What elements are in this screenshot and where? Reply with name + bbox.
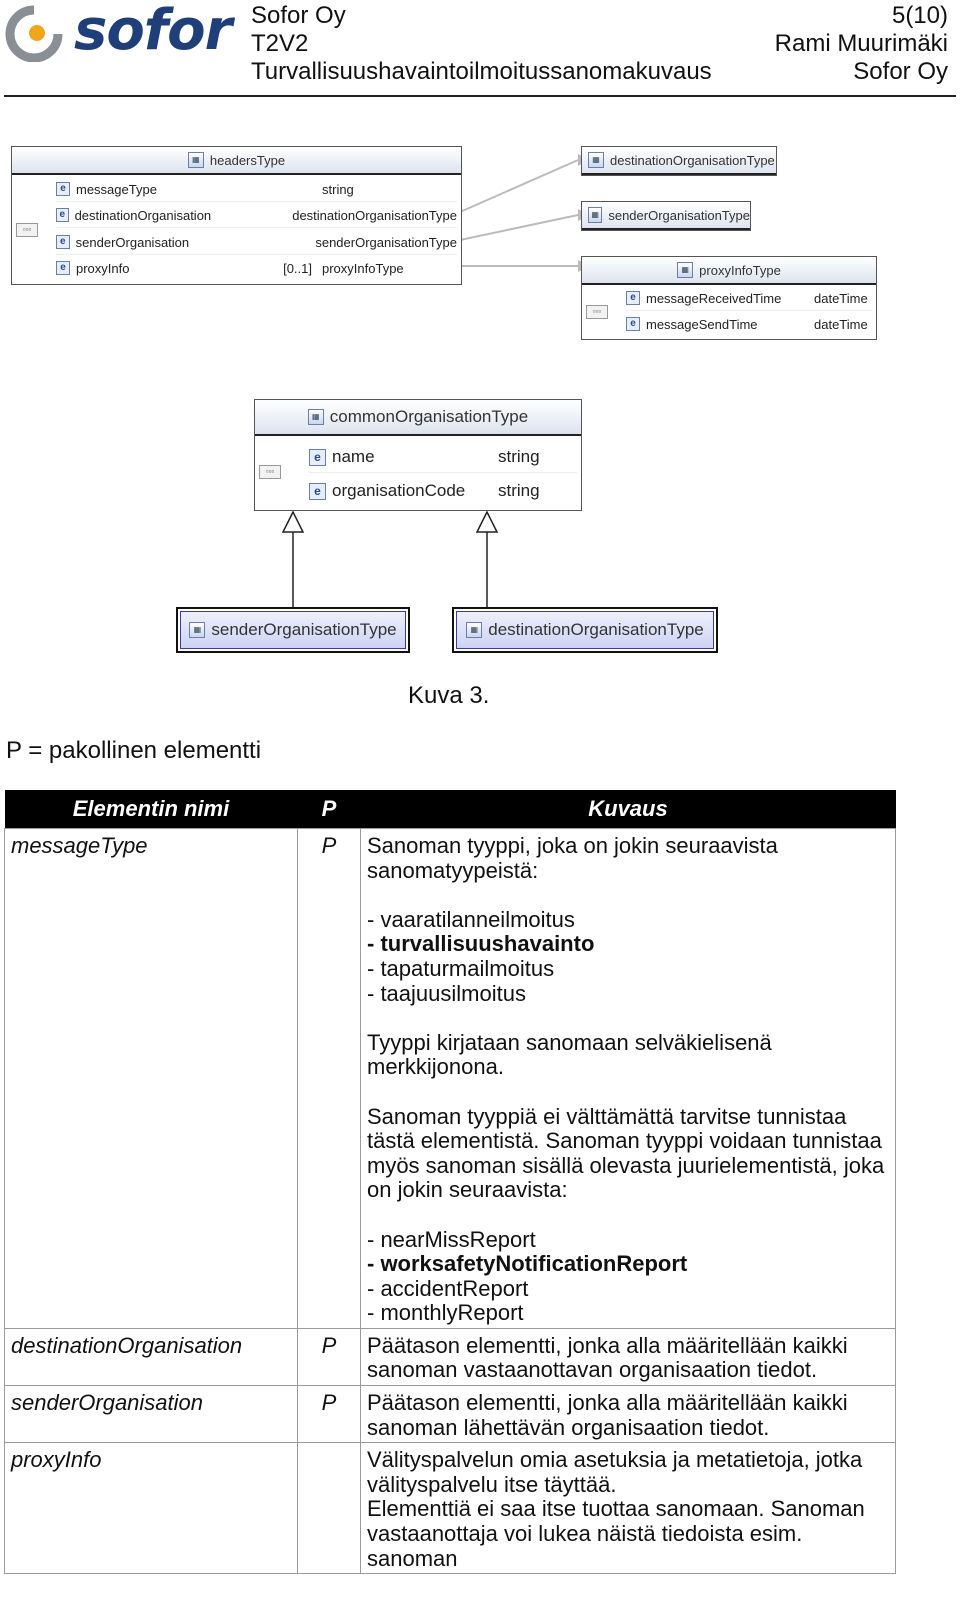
table-row: proxyInfo Välityspalvelun omia asetuksia… — [4, 1442, 896, 1575]
project-code: T2V2 — [251, 30, 309, 57]
document-title: Turvallisuushavaintoilmoitussanomakuvaus — [251, 58, 712, 85]
column-header-description: Kuvaus — [360, 790, 896, 829]
element-icon: e — [309, 482, 326, 500]
figure-caption: Kuva 3. — [408, 682, 490, 709]
element-icon: e — [309, 448, 326, 466]
mandatory-flag: P — [297, 828, 361, 1329]
element-name: messageType — [4, 828, 298, 1329]
element-icon: e — [56, 235, 70, 249]
mandatory-flag — [297, 1442, 361, 1575]
box-title: ▦headersType — [12, 147, 461, 175]
sequence-icon: ▫▫▫ — [259, 465, 281, 479]
element-name: senderOrganisation — [4, 1385, 298, 1444]
author-org: Sofor Oy — [853, 58, 948, 85]
complex-type-icon: ▦ — [307, 409, 324, 425]
complex-type-icon: ▦ — [588, 207, 603, 223]
complex-type-icon: ▦ — [187, 152, 204, 168]
author-name: Rami Muurimäki — [774, 30, 948, 57]
element-icon: e — [56, 261, 70, 275]
destination-organisation-subtype-box: ▦destinationOrganisationType — [452, 607, 718, 653]
column-header-p: P — [297, 790, 361, 829]
mandatory-flag: P — [297, 1327, 361, 1387]
logo-wordmark: sofor — [74, 0, 232, 63]
mandatory-flag: P — [297, 1385, 361, 1444]
logo-swirl-icon — [5, 5, 63, 62]
sequence-icon: ▫▫▫ — [16, 223, 38, 237]
element-description: Päätason elementti, jonka alla määritell… — [360, 1327, 896, 1387]
destination-type-box: ▦destinationOrganisationType — [581, 146, 777, 176]
legend-text: P = pakollinen elementti — [6, 737, 262, 764]
element-icon: e — [626, 317, 640, 331]
box-title: ▦destinationOrganisationType — [456, 611, 714, 649]
table-row: messageType P Sanoman tyyppi, joka on jo… — [4, 828, 896, 1329]
element-icon: e — [626, 291, 640, 305]
header-rule — [4, 95, 956, 97]
page-header: sofor Sofor Oy T2V2 Turvallisuushavainto… — [0, 0, 960, 98]
element-name: proxyInfo — [4, 1442, 298, 1575]
table-row: senderOrganisation P Päätason elementti,… — [4, 1385, 896, 1444]
complex-type-icon: ▦ — [466, 622, 483, 638]
box-title: ▦senderOrganisationType — [582, 202, 750, 230]
element-description: Päätason elementti, jonka alla määritell… — [360, 1385, 896, 1444]
table-header-row: Elementin nimi P Kuvaus — [4, 790, 896, 829]
sender-organisation-subtype-box: ▦senderOrganisationType — [176, 607, 410, 653]
complex-type-icon: ▦ — [677, 262, 694, 278]
element-table: Elementin nimi P Kuvaus messageType P Sa… — [4, 790, 896, 1575]
box-title: ▦destinationOrganisationType — [582, 147, 776, 175]
company-name: Sofor Oy — [251, 2, 346, 29]
sender-type-box: ▦senderOrganisationType — [581, 201, 751, 231]
box-title: ▦senderOrganisationType — [180, 611, 406, 649]
box-title: ▦commonOrganisationType — [255, 400, 581, 436]
element-icon: e — [56, 208, 69, 222]
box-title: ▦proxyInfoType — [582, 257, 876, 285]
element-name: destinationOrganisation — [4, 1327, 298, 1387]
complex-type-icon: ▦ — [588, 152, 604, 168]
complex-type-icon: ▦ — [189, 622, 206, 638]
sofor-logo: sofor — [4, 0, 232, 63]
element-description: Sanoman tyyppi, joka on jokin seuraavist… — [360, 828, 896, 1329]
table-row: destinationOrganisation P Päätason eleme… — [4, 1327, 896, 1387]
header-right: 5(10) Rami Muurimäki Sofor Oy — [775, 2, 948, 86]
element-description: Välityspalvelun omia asetuksia ja metati… — [360, 1442, 896, 1575]
column-header-name: Elementin nimi — [4, 790, 298, 829]
sequence-icon: ▫▫▫ — [586, 305, 608, 319]
page-number: 5(10) — [891, 2, 948, 29]
element-icon: e — [56, 182, 70, 196]
header-center: Sofor Oy T2V2 Turvallisuushavaintoilmoit… — [251, 2, 712, 86]
